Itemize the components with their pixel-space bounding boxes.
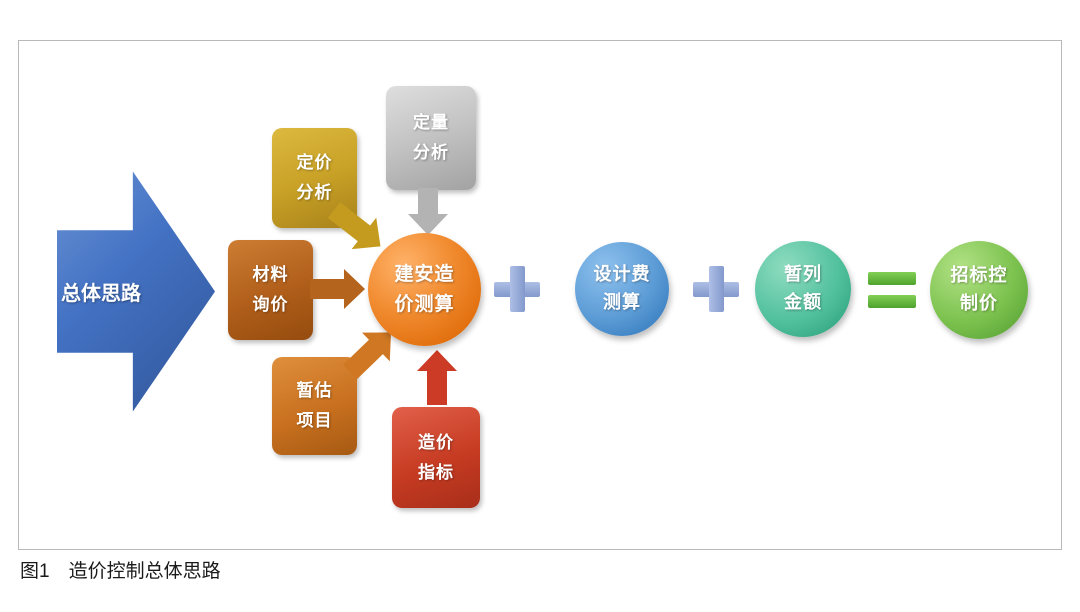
- box-label-line: 暂估: [296, 381, 333, 401]
- circle-label-line: 制价: [960, 293, 998, 313]
- box-label-line: 定量: [413, 113, 449, 133]
- circle-label-line: 价测算: [394, 293, 455, 315]
- circle-label-line: 建安造: [394, 264, 455, 286]
- node-construction-cost-estimate: 建安造 价测算: [368, 233, 481, 346]
- node-bid-control-price: 招标控 制价: [930, 241, 1028, 339]
- box-label-line: 询价: [252, 295, 289, 314]
- node-provisional-sum: 暂列 金额: [755, 241, 851, 337]
- box-provisional-items: 暂估 项目: [272, 357, 357, 455]
- circle-label-line: 测算: [603, 292, 641, 312]
- box-label-line: 分析: [413, 143, 449, 162]
- box-material-inquiry: 材料 询价: [228, 240, 313, 340]
- node-design-fee-estimate: 设计费 测算: [575, 242, 669, 336]
- circle-label-line: 金额: [784, 292, 822, 312]
- box-label-line: 项目: [296, 411, 333, 430]
- box-label-line: 造价: [418, 432, 454, 452]
- circle-label-line: 设计费: [593, 264, 651, 285]
- box-quantitative-analysis: 定量 分析: [386, 86, 476, 190]
- box-label-line: 定价: [296, 153, 333, 173]
- equals-icon: [868, 272, 916, 308]
- box-label-line: 材料: [252, 265, 289, 285]
- box-pricing-analysis: 定价 分析: [272, 128, 357, 228]
- plus-icon: [693, 266, 739, 312]
- main-arrow-label: 总体思路: [61, 283, 141, 305]
- box-label-line: 指标: [418, 462, 454, 482]
- plus-icon: [494, 266, 540, 312]
- circle-label-line: 暂列: [784, 264, 822, 285]
- box-cost-index: 造价 指标: [392, 407, 480, 508]
- circle-label-line: 招标控: [950, 265, 1008, 286]
- box-label-line: 分析: [296, 183, 333, 202]
- figure-caption: 图1 造价控制总体思路: [20, 561, 221, 582]
